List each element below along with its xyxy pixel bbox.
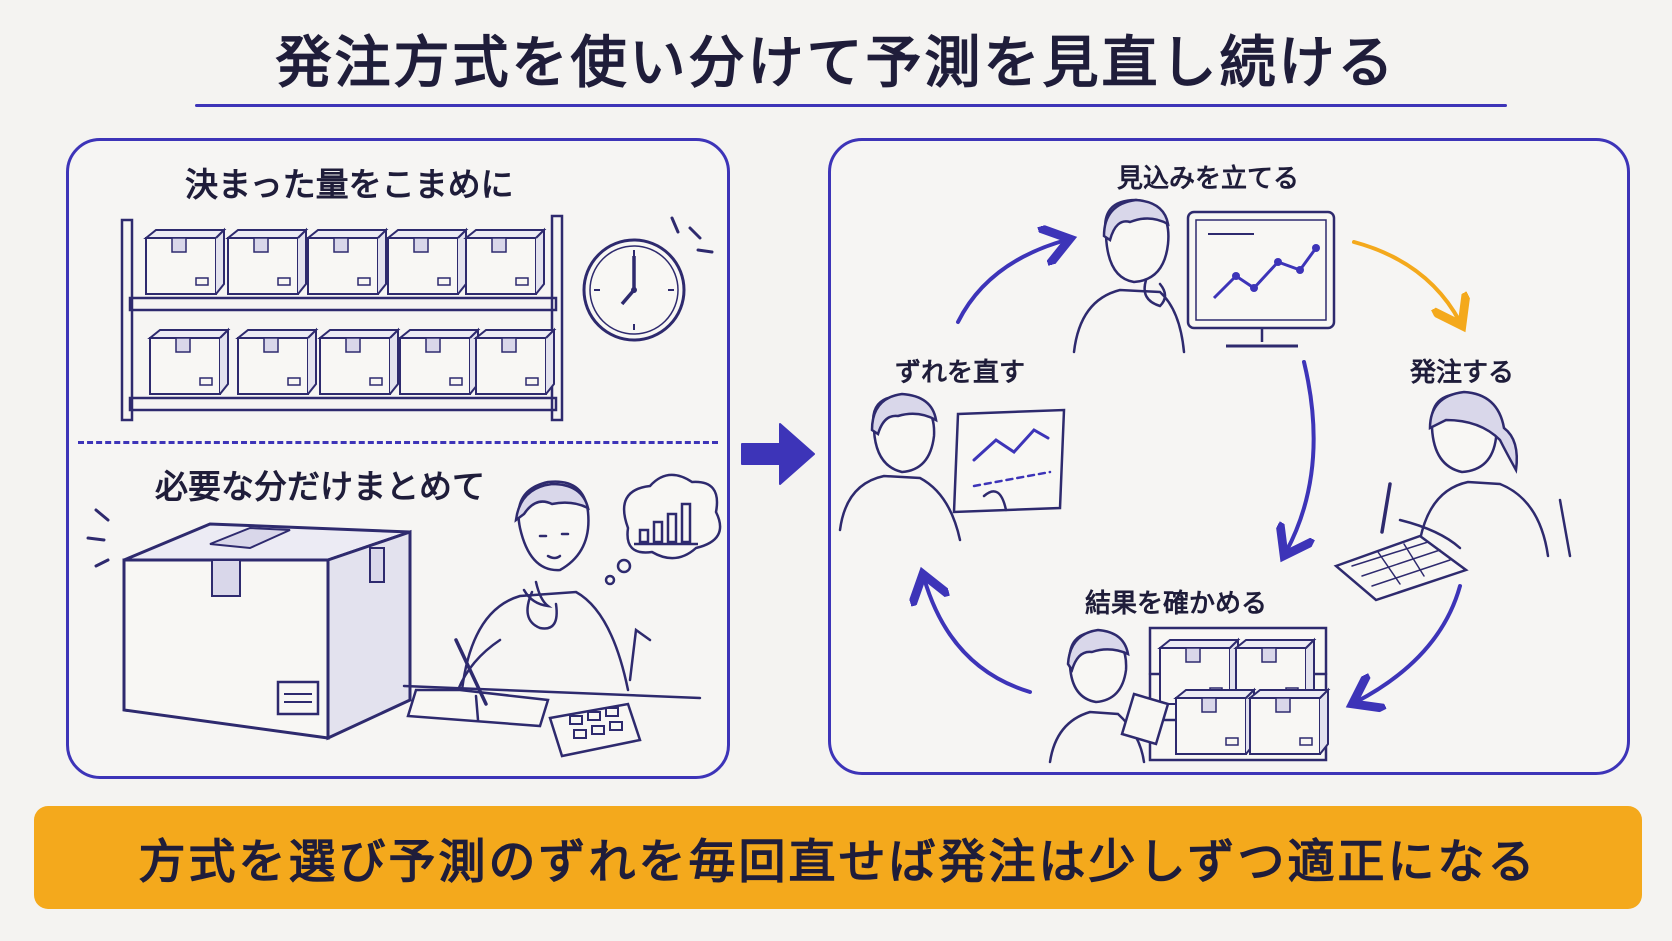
large-box-illustration	[86, 508, 412, 741]
shelf-illustration	[120, 214, 564, 422]
check-person-illustration	[1048, 626, 1330, 764]
thinking-person-illustration	[402, 480, 702, 758]
thought-bubble-chart-icon	[604, 473, 722, 586]
fixed-quantity-label: 決まった量をこまめに	[185, 165, 514, 204]
title-underline	[195, 104, 1507, 107]
panel-divider	[78, 441, 718, 444]
cycle-step-check: 結果を確かめる	[1085, 589, 1268, 619]
cycle-step-forecast: 見込みを立てる	[1117, 164, 1300, 194]
cycle-step-fix: ずれを直す	[895, 358, 1026, 388]
cycle-arrow-order-to-check	[1356, 584, 1462, 702]
page-title: 発注方式を使い分けて予測を見直し続ける	[275, 31, 1397, 96]
fix-person-illustration	[838, 392, 1066, 542]
cycle-arrow-check-to-fix	[924, 578, 1032, 694]
cycle-step-order: 発注する	[1410, 358, 1515, 388]
summary-banner: 方式を選び予測のずれを毎回直せば発注は少しずつ適正になる	[34, 806, 1642, 909]
order-person-illustration	[1333, 390, 1572, 602]
forecast-person-illustration	[1072, 198, 1186, 354]
monitor-chart-icon	[1186, 210, 1336, 348]
bulk-order-label: 必要な分だけまとめて	[155, 467, 485, 506]
cycle-arrow-center-down	[1286, 360, 1316, 552]
cycle-arrow-fix-to-forecast	[956, 240, 1066, 324]
clock-icon	[582, 216, 714, 342]
summary-text: 方式を選び予測のずれを毎回直せば発注は少しずつ適正になる	[138, 835, 1538, 890]
transition-arrow-icon	[741, 423, 815, 485]
cycle-arrow-forecast-to-order	[1352, 240, 1460, 322]
